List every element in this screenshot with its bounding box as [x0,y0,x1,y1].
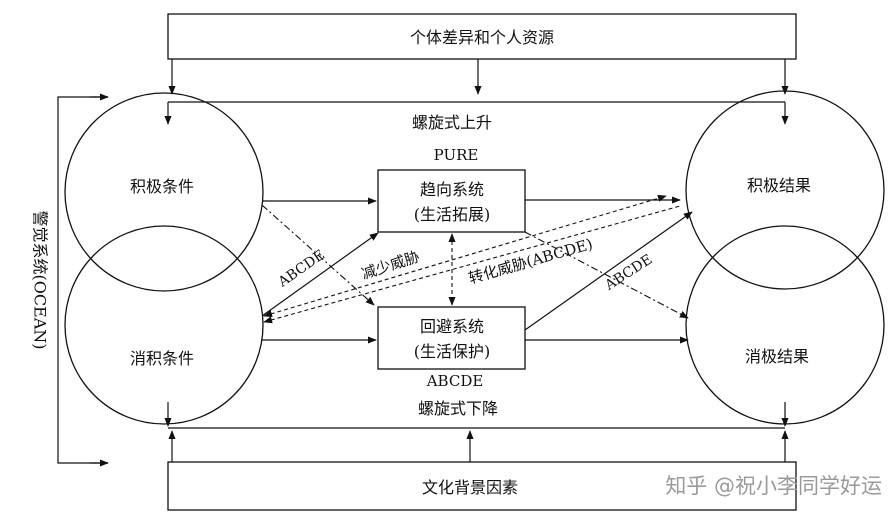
avoidance-system-box [377,306,526,370]
approach-tag: PURE [434,146,479,164]
edge-label-transform-threat: 转化威胁(ABCDE) [466,235,594,288]
arrow-avoid-to-posoutcomes [524,211,693,331]
bottom-box [167,461,797,511]
approach-line2: (生活拓展) [414,205,491,224]
positive-conditions-circle [64,92,264,292]
positive-outcomes-circle [685,90,885,290]
alert-bracket [57,96,108,464]
approach-line1: 趋向系统 [420,180,484,199]
spiral-down-label: 螺旋式下降 [418,399,498,418]
negative-outcomes-label: 消极结果 [745,347,809,366]
edge-label-abcde-right: ABCDE [601,252,655,295]
avoid-line1: 回避系统 [420,317,484,336]
bottom-box-label: 文化背景因素 [422,478,518,497]
avoid-line2: (生活保护) [414,342,491,361]
dashdot-approach-to-negoutcomes [524,231,689,319]
edge-label-reduce-threat: 减少威胁 [359,247,422,283]
edge-label-abcde-left: ABCDE [275,247,328,291]
avoid-tag: ABCDE [426,372,484,390]
negative-conditions-circle [64,225,264,425]
negative-outcomes-circle [685,225,885,425]
alert-system-label: 警觉系统(OCEAN) [31,210,50,349]
positive-conditions-label: 积极条件 [130,177,194,196]
dashed-transform-threat [263,205,681,324]
positive-outcomes-label: 积极结果 [747,176,811,195]
top-box-label: 个体差异和个人资源 [410,28,554,47]
watermark: 知乎 @祝小李同学好运 [665,474,882,498]
top-box [167,13,797,60]
negative-conditions-label: 消积条件 [130,349,194,368]
spiral-up-label: 螺旋式上升 [412,113,492,132]
